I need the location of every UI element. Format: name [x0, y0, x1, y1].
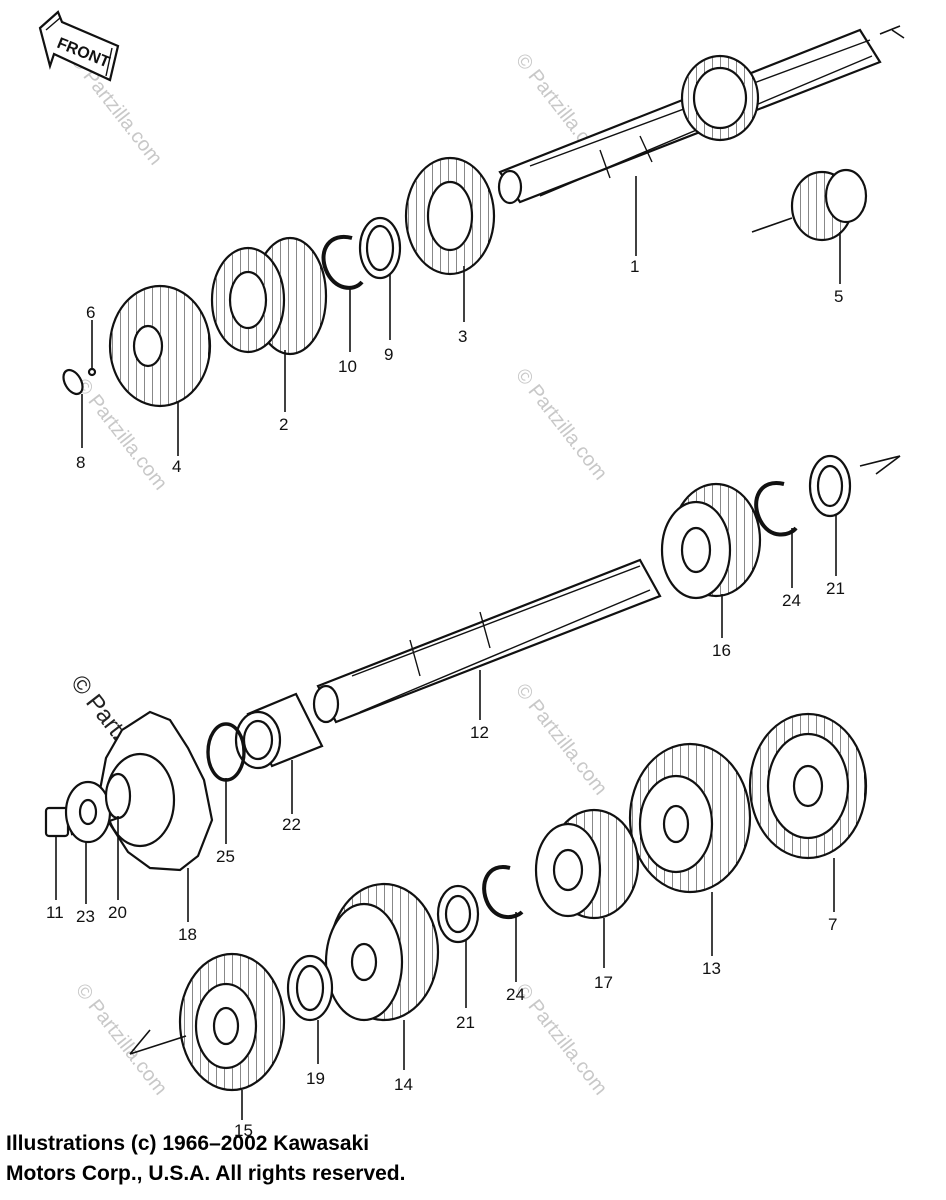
- ball-part-6: [87, 367, 97, 377]
- gear-part-16: [660, 482, 762, 600]
- callout-21: 21: [826, 579, 845, 598]
- callout-5: 5: [834, 287, 843, 306]
- callout-9: 9: [384, 345, 393, 364]
- washer-part-19: [286, 954, 334, 1022]
- callout-17: 17: [594, 973, 613, 992]
- bushing-part-22: [234, 692, 324, 770]
- callout-16: 16: [712, 641, 731, 660]
- callout-8: 8: [76, 453, 85, 472]
- copyright-line-1: Illustrations (c) 1966–2002 Kawasaki: [6, 1132, 370, 1155]
- callout-10: 10: [338, 357, 357, 376]
- callout-25: 25: [216, 847, 235, 866]
- leader-lines: [55, 176, 841, 1120]
- washer-part-9: [358, 216, 402, 280]
- gear-part-7: [748, 712, 868, 860]
- callout-24: 24: [782, 591, 801, 610]
- circlip-part-24-lower: [482, 865, 524, 919]
- callout-21: 21: [456, 1013, 475, 1032]
- callout-23: 23: [76, 907, 95, 926]
- callout-6: 6: [86, 303, 95, 322]
- callout-18: 18: [178, 925, 197, 944]
- callout-labels: 1 5 3 9 10 2 6 4 8 16 24 21 12 22 25 18 …: [46, 257, 845, 1140]
- callout-13: 13: [702, 959, 721, 978]
- gear-part-15: [129, 952, 286, 1092]
- small-gear-part-5: [751, 168, 868, 242]
- watermark-text: © Partzilla.com: [511, 365, 611, 485]
- circlip-part-24-upper: [754, 481, 798, 537]
- callout-12: 12: [470, 723, 489, 742]
- gear-part-13: [628, 742, 752, 894]
- output-shaft-assembly: [497, 25, 905, 205]
- watermark-text: © Partzilla.com: [511, 680, 611, 800]
- circlip-part-10: [321, 234, 364, 290]
- lockwasher-part-20: [104, 772, 132, 820]
- gear-part-4: [108, 284, 212, 408]
- callout-19: 19: [306, 1069, 325, 1088]
- copyright-line-2: Motors Corp., U.S.A. All rights reserved…: [6, 1162, 406, 1185]
- gear-part-3: [404, 156, 496, 276]
- washer-part-23: [64, 780, 112, 844]
- callout-1: 1: [630, 257, 639, 276]
- callout-24: 24: [506, 985, 525, 1004]
- washer-part-21-upper: [808, 454, 852, 518]
- callout-22: 22: [282, 815, 301, 834]
- callout-3: 3: [458, 327, 467, 346]
- callout-2: 2: [279, 415, 288, 434]
- callout-4: 4: [172, 457, 181, 476]
- callout-14: 14: [394, 1075, 413, 1094]
- gear-part-2: [210, 236, 328, 356]
- watermark-text: © Partzilla.com: [71, 980, 171, 1100]
- watermark-text: © Partzilla.com: [511, 980, 611, 1100]
- washer-part-21-lower: [436, 884, 480, 944]
- input-shaft-assembly: [312, 455, 901, 724]
- gear-part-17: [534, 808, 640, 920]
- plate-part-8: [62, 368, 84, 396]
- gear-part-14: [324, 882, 440, 1022]
- callout-7: 7: [828, 915, 837, 934]
- callout-15: 15: [234, 1121, 253, 1140]
- callout-11: 11: [46, 903, 64, 922]
- callout-20: 20: [108, 903, 127, 922]
